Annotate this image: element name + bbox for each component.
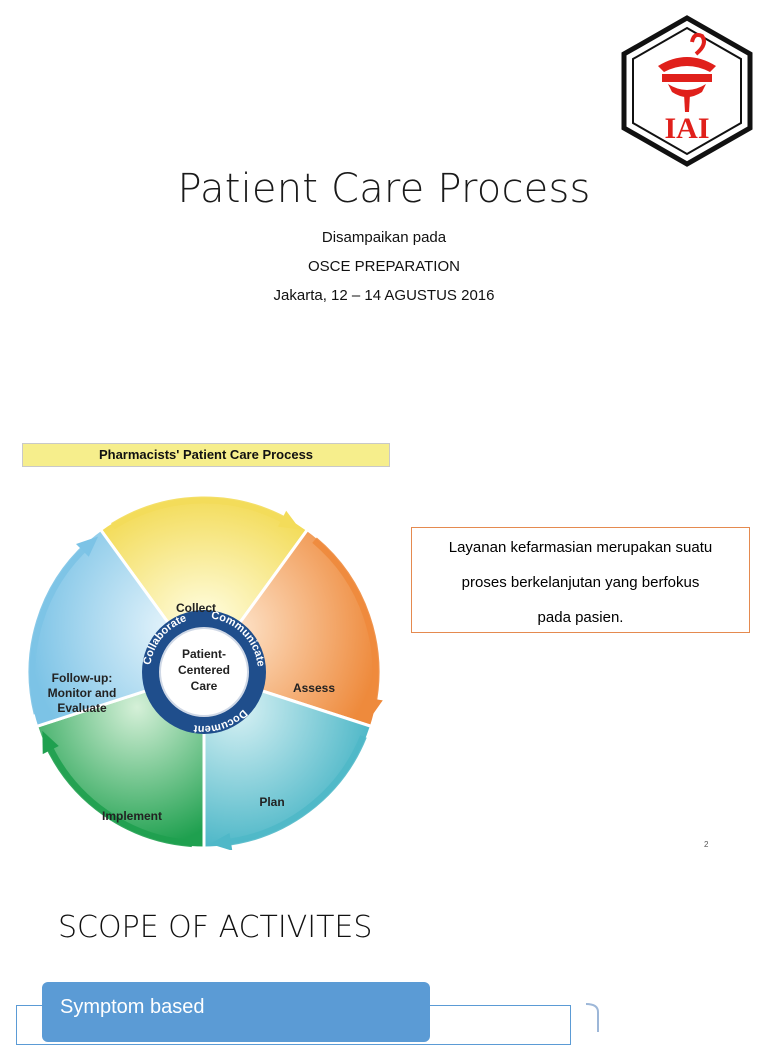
- scope-title: SCOPE OF ACTIVITES: [58, 910, 373, 945]
- description-callout: Layanan kefarmasian merupakan suatu pros…: [411, 527, 750, 633]
- diagram-banner: Pharmacists' Patient Care Process: [22, 443, 390, 467]
- wheel-label-implement: Implement: [102, 809, 162, 823]
- wheel-arrowhead-implement: [42, 730, 59, 755]
- slide-title: Patient Care Process: [177, 166, 591, 212]
- subtitle-line-2: OSCE PREPARATION: [308, 258, 460, 275]
- center-text-line-2: Centered: [178, 663, 230, 677]
- wheel-arrow-collect: [111, 496, 292, 530]
- callout-line-2: proses berkelanjutan yang berfokus: [461, 574, 700, 591]
- iai-logo: IAI: [621, 15, 753, 167]
- center-text-line-3: Care: [191, 679, 218, 693]
- callout-line-3: pada pasien.: [537, 609, 624, 626]
- wheel-label-assess: Assess: [293, 681, 335, 695]
- subtitle-line-3: Jakarta, 12 – 14 AGUSTUS 2016: [273, 287, 495, 304]
- patient-care-wheel: Collaborate Communicate Document Patient…: [26, 494, 383, 850]
- wheel-arrowhead-follow: [76, 536, 99, 557]
- process-slide: Pharmacists' Patient Care Process Collab…: [0, 410, 768, 855]
- wheel-label-plan: Plan: [259, 795, 284, 809]
- subtitle-line-1: Disampaikan pada: [321, 229, 447, 246]
- page-number: 2: [704, 840, 709, 849]
- wheel-arrowhead-assess: [364, 697, 383, 720]
- logo-text: IAI: [664, 112, 709, 145]
- symptom-based-box: Symptom based: [42, 982, 430, 1042]
- center-text-line-1: Patient-: [182, 647, 226, 661]
- scope-slide: SCOPE OF ACTIVITES Symptom based: [0, 880, 768, 1045]
- bracket-icon: [585, 1003, 599, 1032]
- wheel-arrow-plan: [221, 735, 367, 847]
- callout-line-1: Layanan kefarmasian merupakan suatu: [448, 539, 713, 556]
- wheel-arrow-implement: [43, 740, 193, 848]
- wheel-arrow-follow: [28, 541, 92, 715]
- wheel-arrowhead-collect: [278, 510, 301, 530]
- wheel-label-collect: Collect: [176, 601, 216, 615]
- wheel-arrowhead-plan: [210, 832, 233, 850]
- title-slide: IAI Patient Care Process Disampaikan pad…: [0, 0, 768, 330]
- wheel-arrow-assess: [312, 537, 380, 709]
